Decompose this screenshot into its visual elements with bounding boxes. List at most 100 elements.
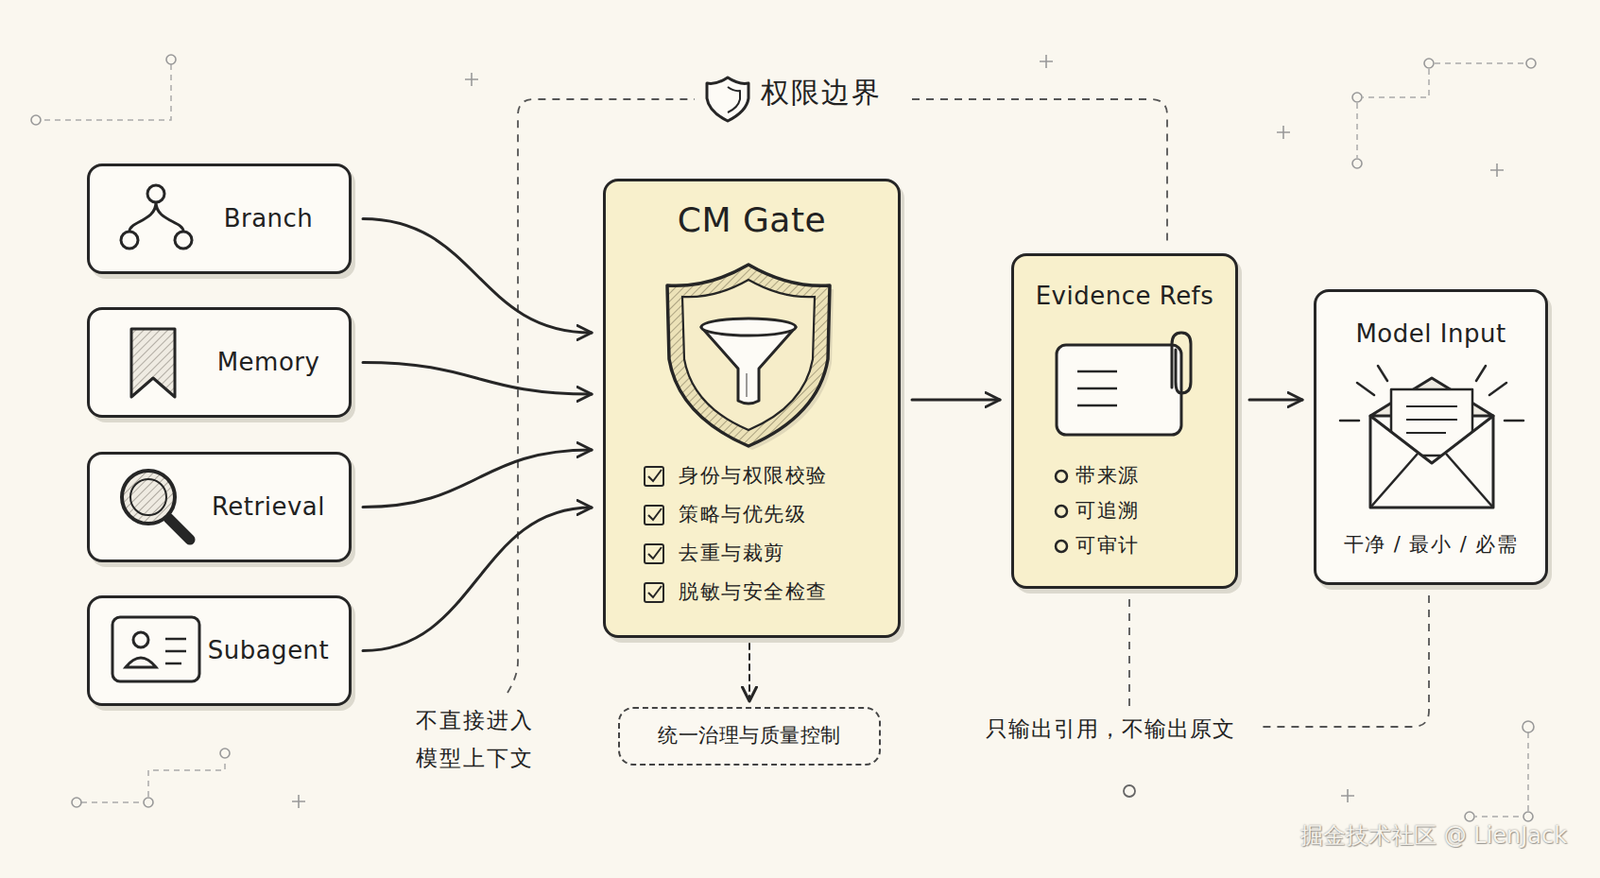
envelope-icon xyxy=(1391,389,1473,456)
envelope-icon xyxy=(1406,406,1458,433)
magnifier-icon xyxy=(121,470,190,540)
watermark: 掘金技术社区 @ LienJack xyxy=(1300,822,1567,850)
checkbox-icon xyxy=(644,466,664,486)
evidence-card-icon xyxy=(1171,332,1191,394)
envelope-icon xyxy=(1370,453,1494,508)
plus-sparkle xyxy=(1341,789,1355,803)
plus-sparkle xyxy=(1039,54,1053,69)
node-title: Branch xyxy=(192,163,345,275)
plus-sparkle xyxy=(464,72,479,87)
id-card-icon xyxy=(112,617,200,682)
circuit-decoration xyxy=(1475,732,1529,817)
circuit-node-dot xyxy=(143,797,154,808)
annotation-label: 权限边界 xyxy=(760,75,882,110)
envelope-icon xyxy=(1340,365,1524,421)
evidence-card-icon xyxy=(1056,344,1182,435)
node-item: 策略与优先级 xyxy=(678,498,896,533)
circuit-node-dot xyxy=(31,115,41,125)
gate-shield-icon xyxy=(667,264,830,447)
circuit-decoration xyxy=(41,64,172,121)
circuit-decoration xyxy=(41,63,1529,817)
checkbox-icon xyxy=(648,547,662,559)
gate-shield-icon xyxy=(682,279,815,431)
id-card-icon xyxy=(112,617,200,682)
branch-icon xyxy=(120,185,192,249)
node-title: Subagent xyxy=(192,595,345,706)
bullet-circle xyxy=(1055,540,1067,552)
checkbox-icon xyxy=(644,505,664,525)
node-title: Retrieval xyxy=(192,451,345,563)
id-card-icon xyxy=(125,657,156,668)
plus-sparkle xyxy=(1276,125,1291,139)
circuit-node-dot xyxy=(1464,811,1475,822)
reference-leader-line xyxy=(1128,599,1131,707)
flow-arrow xyxy=(362,219,592,334)
bookmark-icon xyxy=(131,328,175,397)
node-item: 脱敏与安全检查 xyxy=(678,575,896,610)
plus-sparkle xyxy=(292,794,306,809)
circuit-decoration xyxy=(81,758,225,803)
reference-leader-line xyxy=(1129,595,1429,727)
circuit-node-dot xyxy=(1522,721,1534,733)
checkbox-icon xyxy=(644,583,664,603)
flow-arrow xyxy=(1249,398,1303,402)
checkbox-icon xyxy=(648,469,662,482)
circuit-node-dot xyxy=(71,797,82,808)
circuit-node-dot xyxy=(31,54,1536,822)
circuit-node-dot xyxy=(166,54,176,65)
node-item: 可审计 xyxy=(1075,529,1227,564)
reference-leader-line xyxy=(1261,595,1429,727)
node-title: Evidence Refs xyxy=(1011,275,1239,318)
permission-boundary-line xyxy=(911,99,1168,244)
checkbox-icon xyxy=(648,508,662,520)
node-item: 带来源 xyxy=(1075,459,1227,494)
envelope-icon xyxy=(1370,415,1494,508)
source-box: Subagent xyxy=(86,595,352,706)
annotation-label: 只输出引用，不输出原文 xyxy=(985,716,1236,743)
magnifier-icon xyxy=(130,479,167,516)
branch-icon xyxy=(129,202,184,232)
bookmark-icon xyxy=(131,328,175,397)
source-box: Memory xyxy=(86,307,352,418)
id-card-icon xyxy=(133,632,149,648)
source-box: Branch xyxy=(86,163,352,275)
flow-arrow xyxy=(362,449,592,508)
circuit-decoration xyxy=(1434,62,1526,65)
circuit-decoration xyxy=(1356,103,1359,158)
flow-arrow xyxy=(362,362,592,396)
node-item: 可追溯 xyxy=(1075,494,1227,529)
gate-shield-icon xyxy=(745,373,748,397)
bullet-circle xyxy=(1055,505,1067,517)
evidence-card-icon xyxy=(1077,371,1118,406)
leader-end-dot xyxy=(1123,785,1136,797)
flow-arrow xyxy=(362,507,592,652)
node-item: 身份与权限校验 xyxy=(678,459,896,494)
circuit-node-dot xyxy=(1352,158,1362,169)
node-title: CM Gate xyxy=(602,195,901,245)
circuit-node-dot xyxy=(1352,92,1362,103)
dashed-flow-arrow xyxy=(748,643,751,702)
annotation-label: 不直接进入 模型上下文 xyxy=(415,701,549,777)
circuit-node-dot xyxy=(1523,811,1533,822)
node-item: 去重与裁剪 xyxy=(678,536,896,571)
gate-shield-icon xyxy=(701,318,796,336)
flow-arrow xyxy=(911,398,1000,402)
gate-shield-icon xyxy=(667,264,834,450)
circuit-node-dot xyxy=(1424,58,1434,69)
branch-icon xyxy=(174,231,192,249)
gate-shield-icon xyxy=(701,326,796,404)
boundary-shield-icon xyxy=(727,86,740,113)
node-item: 干净 / 最小 / 必需 xyxy=(1313,526,1549,565)
governance-box: 统一治理与质量控制 xyxy=(618,706,881,766)
output-box: Model Input干净 / 最小 / 必需 xyxy=(1313,289,1549,585)
magnifier-icon xyxy=(121,470,175,524)
circuit-node-dot xyxy=(220,748,230,758)
id-card-icon xyxy=(165,638,187,664)
circuit-node-dot xyxy=(1526,58,1536,69)
branch-icon xyxy=(120,231,138,249)
checkbox-icon xyxy=(644,544,664,564)
boundary-shield-icon xyxy=(706,77,749,121)
evidence-card-icon xyxy=(1056,332,1191,435)
